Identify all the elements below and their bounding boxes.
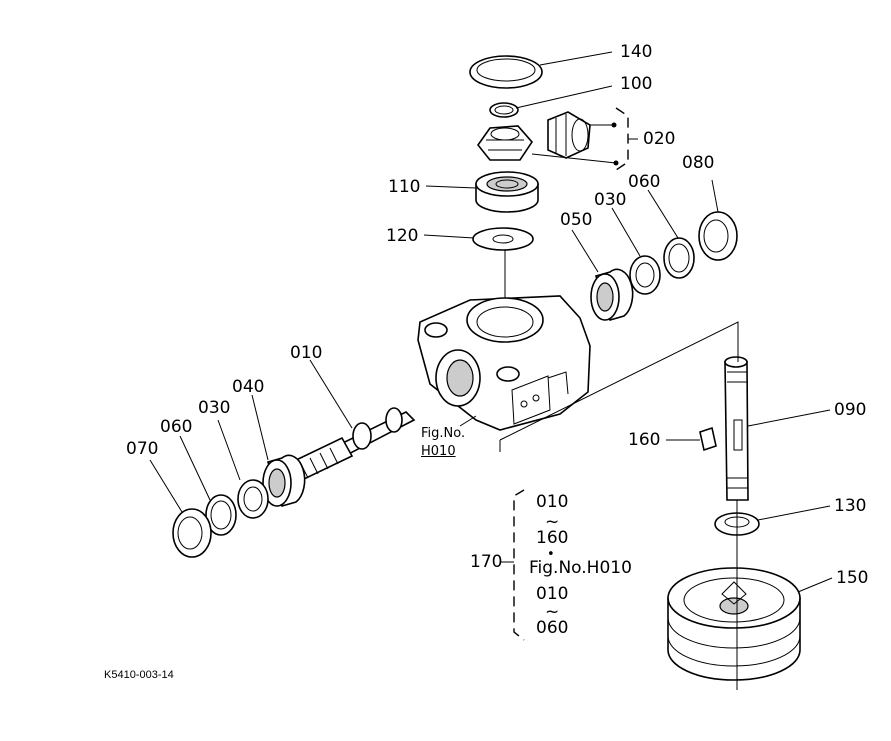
part-050-ball-bearing[interactable] [590,268,634,321]
part-090-output-shaft[interactable] [724,356,749,501]
label-010: 010 [290,343,323,363]
part-040-ball-bearing[interactable] [262,454,306,507]
part-080-oil-seal[interactable] [698,211,738,261]
part-140-cover[interactable] [469,55,543,89]
label-030-left: 030 [198,398,231,418]
kit-tilde-1: ~ [545,512,560,532]
label-170: 170 [470,552,503,572]
label-020: 020 [643,129,676,149]
label-060-right: 060 [628,172,661,192]
part-010-input-shaft[interactable] [290,407,416,482]
part-060-circlip-right[interactable] [663,237,695,279]
label-040: 040 [232,377,265,397]
label-080: 080 [682,153,715,173]
label-060-left: 060 [160,417,193,437]
part-020-bevel-gear-horizontal[interactable] [547,111,591,159]
kit-to-1: 160 [536,528,569,548]
part-150-v-pulley[interactable] [667,567,801,681]
part-020-bevel-gear-vertical[interactable] [476,125,534,161]
label-120: 120 [386,226,419,246]
fig-ref-line1: Fig.No. [421,426,466,441]
part-070-oil-seal[interactable] [172,508,212,558]
label-160: 160 [628,430,661,450]
kit-from-1: 010 [536,492,569,512]
part-030-collar-right[interactable] [629,255,661,295]
drawing-code: K5410-003-14 [104,669,174,681]
label-150: 150 [836,568,869,588]
part-030-collar-left[interactable] [237,479,269,519]
gear-case-housing [417,295,591,431]
label-070: 070 [126,439,159,459]
kit-tilde-2: ~ [545,602,560,622]
leader-lines [149,51,833,593]
part-110-ball-bearing[interactable] [475,171,539,213]
kit-dot: • [547,547,555,562]
label-030-right: 030 [594,190,627,210]
kit-fig: Fig.No.H010 [529,558,632,578]
part-160-key[interactable] [699,426,717,452]
fig-ref-line2: H010 [421,444,456,459]
label-100: 100 [620,74,653,94]
group-020-bracket [615,107,629,171]
part-120-shim[interactable] [472,227,534,251]
kit-170-bracket [513,489,525,641]
label-110: 110 [388,177,421,197]
label-090: 090 [834,400,867,420]
part-100-circlip[interactable] [489,102,519,118]
part-060-circlip-left[interactable] [205,494,237,536]
label-050: 050 [560,210,593,230]
kit-from-2: 010 [536,584,569,604]
kit-to-2: 060 [536,618,569,638]
label-130: 130 [834,496,867,516]
label-140: 140 [620,42,653,62]
